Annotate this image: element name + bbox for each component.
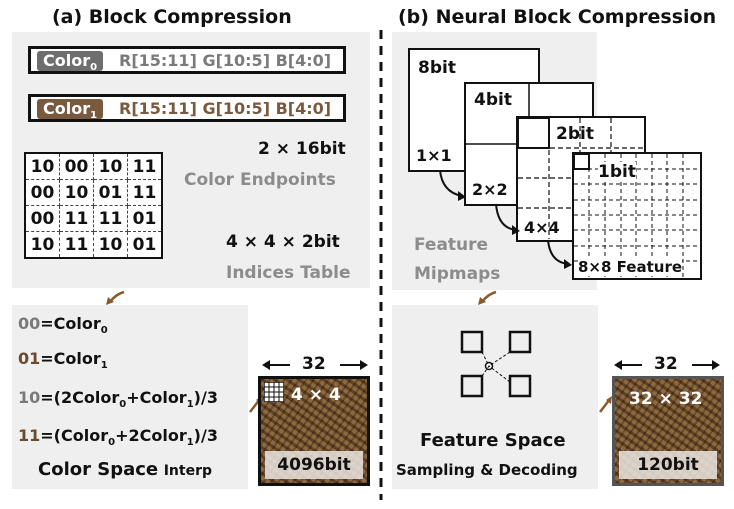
formula-10: 10=(2Color0+Color1)/3 — [18, 388, 218, 411]
width-dimension: 32 — [612, 354, 722, 375]
index-cell: 10 — [93, 231, 128, 258]
grid-lines — [574, 154, 699, 277]
feature-title: Feature Space — [420, 430, 566, 451]
double-arrow-icon — [614, 360, 720, 370]
texture-4096: 4 × 4 4096bit — [258, 376, 370, 486]
mip-bits-label: 8bit — [418, 58, 456, 78]
left-title: (a) Block Compression — [52, 6, 292, 28]
index-cell: 01 — [127, 205, 162, 232]
dashed-divider — [379, 30, 383, 500]
index-cell: 01 — [132, 234, 157, 255]
index-cell: 00 — [25, 205, 60, 232]
color1-bar: Color1 R[15:11] G[10:5] B[4:0] — [28, 94, 346, 122]
double-arrow-icon — [262, 360, 368, 370]
index-cell: 01 — [93, 179, 128, 206]
feature-subtitle: Sampling & Decoding — [396, 461, 578, 479]
feature-space-panel — [392, 305, 598, 489]
brown-arrow-icon — [106, 290, 125, 305]
index-cell: 00 — [59, 153, 94, 180]
index-cell: 10 — [25, 153, 60, 180]
color1-rgb-format: R[15:11] G[10:5] B[4:0] — [119, 99, 332, 118]
tex-bits-label: 120bit — [619, 451, 717, 479]
formula-11: 11=(Color0+2Color1)/3 — [18, 426, 218, 449]
indices-size: 4 × 4 × 2bit — [226, 232, 340, 252]
index-cell: 11 — [93, 205, 128, 232]
sampling-icon — [460, 330, 532, 398]
index-cell: 10 — [25, 231, 60, 258]
block-grid-icon — [264, 382, 284, 402]
index-cell: 11 — [59, 205, 94, 232]
texture-120: 32 × 32 120bit — [612, 376, 724, 486]
right-title: (b) Neural Block Compression — [398, 6, 717, 28]
tex-block-label: 4 × 4 — [291, 385, 341, 405]
mip-bits-label: 2bit — [556, 124, 594, 144]
mip-res-label: 4×4 — [524, 218, 560, 237]
mip-caption-2: Mipmaps — [414, 264, 501, 284]
index-cell: 10 — [93, 153, 128, 180]
width-dimension: 32 — [260, 354, 370, 375]
indices-caption: Indices Table — [226, 263, 351, 283]
mip-res-label: 2×2 — [472, 180, 508, 199]
tex-bits-label: 4096bit — [265, 451, 363, 479]
endpoints-caption: Color Endpoints — [184, 170, 336, 190]
tex-width-label: 32 — [302, 354, 326, 374]
mip-res-label: 8×8 Feature — [578, 258, 683, 276]
color0-rgb-format: R[15:11] G[10:5] B[4:0] — [119, 51, 332, 70]
mip-bits-label: 4bit — [474, 90, 512, 110]
mip-arrows — [439, 170, 572, 269]
interp-title: Color Space Interp — [38, 459, 213, 480]
mip-res-label: 1×1 — [416, 146, 452, 165]
interp-panel — [12, 305, 248, 489]
mip-bits-label: 1bit — [598, 162, 636, 182]
mip-level-1bit: 1bit 8×8 Feature — [572, 152, 702, 280]
color1-chip: Color1 — [37, 99, 104, 121]
brown-arrow-icon — [478, 290, 497, 305]
formula-01: 01=Color1 — [18, 349, 108, 372]
endpoints-size: 2 × 16bit — [258, 139, 346, 159]
tex-width-label: 32 — [654, 354, 678, 374]
index-cell: 11 — [127, 153, 162, 180]
color0-chip: Color0 — [37, 51, 104, 73]
mip-caption-1: Feature — [414, 235, 489, 255]
index-cell: 10 — [59, 179, 94, 206]
formula-00: 00=Color0 — [18, 314, 108, 337]
index-cell: 11 — [59, 231, 94, 258]
tex-block-label: 32 × 32 — [629, 389, 703, 409]
color0-bar: Color0 R[15:11] G[10:5] B[4:0] — [28, 46, 346, 74]
pointer-arrow-icon — [599, 396, 612, 413]
index-cell: 11 — [127, 179, 162, 206]
index-cell: 00 — [25, 179, 60, 206]
